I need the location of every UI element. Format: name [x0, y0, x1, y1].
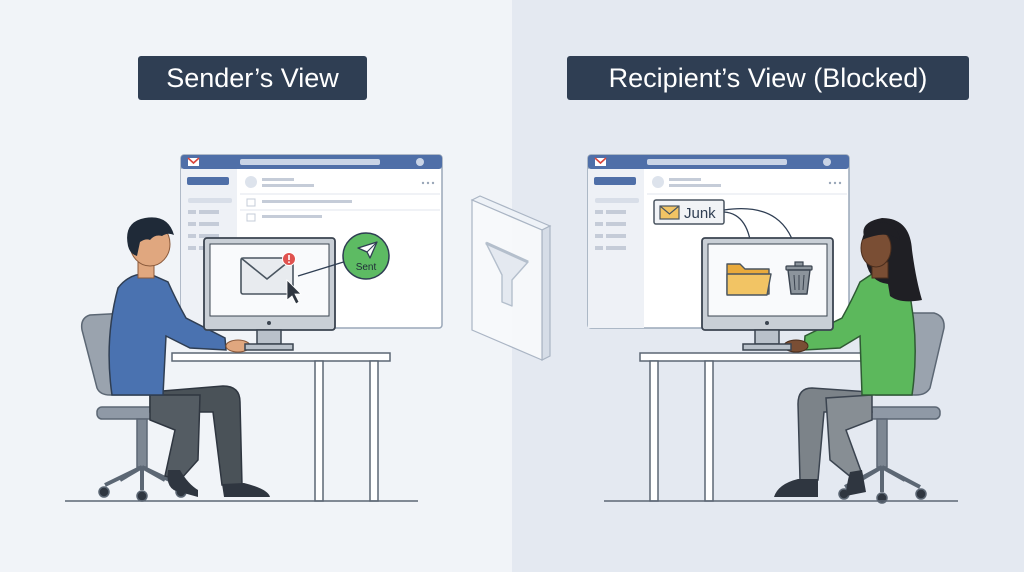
folder-icon — [726, 263, 772, 296]
junk-label: Junk — [684, 205, 716, 222]
envelope-icon — [659, 205, 680, 220]
sent-label: Sent — [356, 262, 377, 273]
email-app-logo — [187, 157, 200, 166]
email-app-logo — [594, 157, 607, 166]
sender-person — [108, 217, 270, 497]
funnel-icon — [485, 241, 529, 307]
sent-connector — [297, 259, 351, 277]
recipient-person — [774, 218, 922, 497]
recipient-view-title: Recipient’s View (Blocked) — [567, 56, 969, 100]
recipient-monitor — [701, 237, 834, 351]
trash-icon — [785, 261, 813, 295]
cursor-icon — [286, 279, 302, 305]
envelope-icon — [240, 257, 294, 295]
sender-view-title: Sender’s View — [138, 56, 367, 100]
sent-badge: Sent — [342, 232, 390, 280]
spam-filter-panel — [470, 195, 552, 361]
sender-desk — [171, 352, 391, 502]
paper-plane-icon — [357, 241, 378, 259]
sender-monitor — [203, 237, 336, 351]
alert-icon — [282, 252, 296, 266]
junk-tag: Junk — [653, 199, 725, 225]
